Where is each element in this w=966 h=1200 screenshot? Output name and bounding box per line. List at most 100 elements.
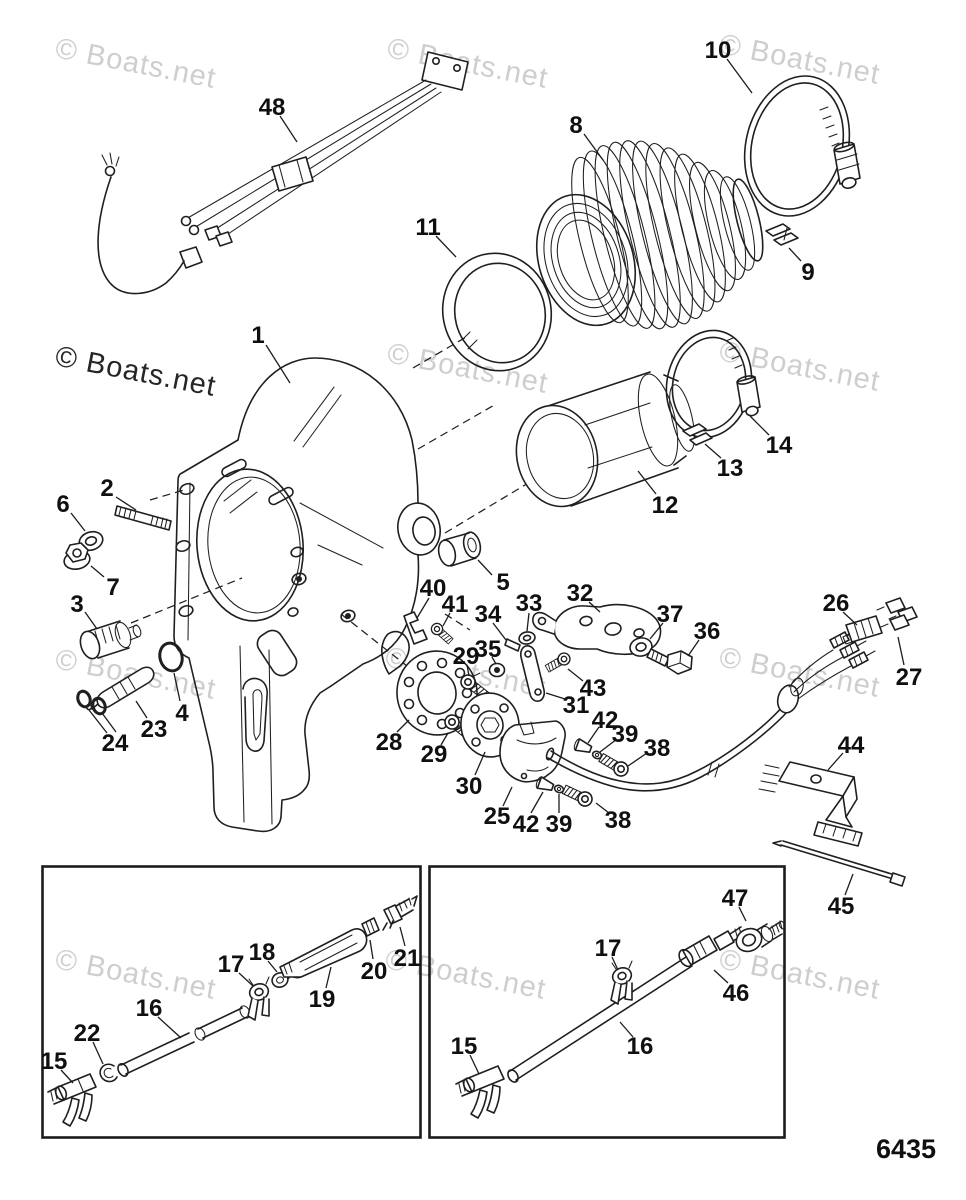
callout-label-3: 3 [70, 591, 83, 618]
part-12-exhaust-tube [515, 371, 695, 508]
callout-label-19: 19 [309, 986, 336, 1013]
callout-leader-47 [738, 906, 747, 922]
callout-leader-19 [325, 966, 332, 989]
callout-leader-2 [115, 496, 137, 511]
part-2-stud [114, 505, 172, 531]
callout-leader-32 [588, 601, 601, 613]
callout-label-36: 36 [694, 618, 721, 645]
diagram-number: 6435 [876, 1134, 936, 1164]
callout-label-46: 46 [723, 980, 750, 1007]
assembly-axis-lines [130, 335, 561, 667]
callout-leader-15 [469, 1054, 480, 1075]
callout-leader-35 [491, 656, 497, 665]
callout-leader-24 [101, 712, 117, 733]
part-8-bellows [535, 140, 764, 330]
callout-leader-9 [788, 247, 802, 262]
part-41-screw [428, 620, 456, 647]
callout-label-7: 7 [106, 574, 119, 601]
callout-label-38: 38 [644, 735, 671, 762]
part-33-washer [518, 631, 536, 645]
inset-box-right [428, 865, 786, 1139]
callout-label-40: 40 [420, 575, 447, 602]
callout-label-41: 41 [442, 591, 469, 618]
callout-leader-14 [749, 415, 770, 436]
callout-leader-20 [369, 939, 374, 960]
callout-label-11: 11 [415, 214, 440, 241]
callout-label-42: 42 [592, 707, 619, 734]
callout-leader-13 [704, 443, 722, 459]
callout-label-8: 8 [569, 112, 582, 139]
callout-leader-38 [627, 752, 648, 767]
callout-leader-16 [619, 1021, 634, 1038]
part-20-fitting [361, 917, 380, 937]
part-43-screw [543, 650, 573, 675]
callout-label-28: 28 [376, 729, 403, 756]
callout-leader-12 [637, 470, 657, 495]
callout-label-18: 18 [249, 939, 276, 966]
callout-leader-44 [827, 752, 844, 771]
callout-label-15: 15 [451, 1033, 478, 1060]
callout-leader-16 [157, 1016, 182, 1039]
callout-leader-17 [238, 972, 254, 987]
part-40-clip [403, 611, 428, 645]
callout-label-47: 47 [722, 885, 749, 912]
callout-leader-23 [135, 700, 148, 719]
callout-leader-39 [599, 738, 618, 753]
callout-leader-25 [502, 786, 513, 807]
callout-leader-29 [440, 732, 449, 746]
watermark: © Boats.net [53, 340, 219, 403]
callout-leader-46 [713, 969, 729, 984]
callout-label-33: 33 [516, 590, 543, 617]
callout-label-16: 16 [136, 995, 163, 1022]
part-27-connector [876, 597, 918, 631]
part-17-clip-left [247, 976, 270, 1021]
callout-leader-34 [492, 622, 507, 641]
callout-leader-26 [842, 611, 858, 626]
callout-leader-6 [70, 512, 86, 532]
callout-label-48: 48 [259, 94, 286, 121]
part-44-bracket [758, 761, 863, 847]
callout-leader-4 [173, 672, 181, 702]
callout-label-30: 30 [456, 773, 483, 800]
parts-illustration [41, 51, 918, 1139]
callout-label-5: 5 [496, 569, 509, 596]
part-36-bolt [646, 648, 693, 675]
part-31-link [519, 645, 546, 702]
part-16-tube-right [507, 956, 693, 1083]
callout-leader-42 [530, 791, 544, 814]
callout-leader-8 [583, 133, 604, 161]
callout-label-17: 17 [595, 935, 622, 962]
callout-label-38: 38 [605, 807, 632, 834]
callout-label-35: 35 [475, 636, 502, 663]
part-37-washer [629, 637, 653, 657]
callout-label-9: 9 [801, 259, 814, 286]
part-34-pin [504, 638, 521, 652]
callout-leader-41 [442, 612, 451, 627]
part-7-nut [63, 542, 91, 571]
callout-leader-48 [279, 115, 298, 143]
callout-label-25: 25 [484, 803, 511, 830]
part-21-barb-fitting [382, 895, 418, 931]
part-15-fitting-right [455, 1065, 505, 1119]
part-45-cable-tie [772, 840, 906, 887]
part-39-washer [591, 750, 603, 760]
callout-label-45: 45 [828, 893, 855, 920]
part-15-fitting-left [47, 1073, 97, 1127]
part-22-clamp [99, 1063, 118, 1083]
callout-leader-3 [84, 611, 98, 630]
callout-leader-45 [844, 873, 854, 896]
callout-leader-27 [897, 636, 905, 666]
callout-label-44: 44 [838, 732, 865, 759]
callout-label-12: 12 [652, 492, 679, 519]
callout-label-2: 2 [100, 475, 113, 502]
callout-leader-28 [396, 719, 410, 733]
callout-leader-11 [435, 235, 457, 258]
callout-label-4: 4 [175, 700, 189, 727]
callout-label-24: 24 [102, 730, 129, 757]
callout-leader-7 [90, 565, 105, 578]
part-17-clip-right [610, 960, 633, 1005]
callout-label-31: 31 [563, 692, 590, 719]
callout-label-13: 13 [717, 455, 744, 482]
